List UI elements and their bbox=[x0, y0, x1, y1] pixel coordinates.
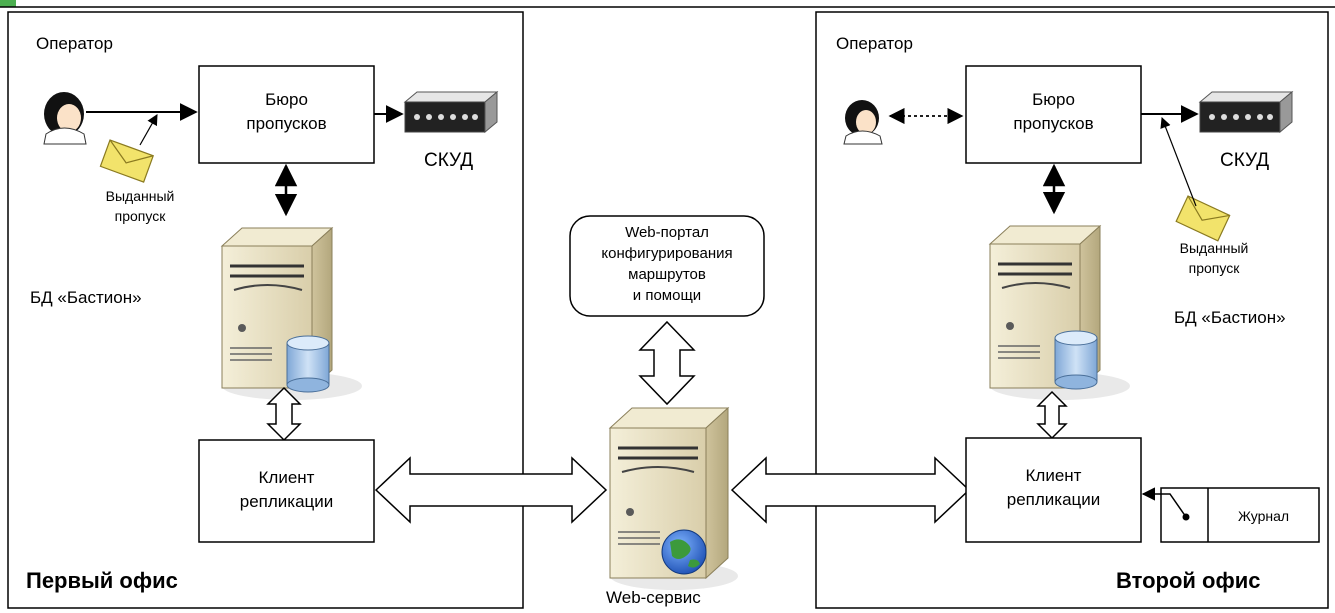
operator-icon-1 bbox=[43, 92, 87, 145]
portal-label-line1: Web-портал bbox=[625, 224, 709, 241]
client-label-1-line1: Клиент bbox=[258, 468, 315, 487]
client-box-1 bbox=[198, 439, 375, 543]
arrow-envelope-2 bbox=[1160, 116, 1197, 207]
office1-frame bbox=[7, 11, 524, 609]
globe-icon bbox=[661, 529, 707, 575]
bureau-label-2-line1: Бюро bbox=[1032, 90, 1075, 109]
skud-label-1: СКУД bbox=[424, 150, 474, 171]
operator-icon-2 bbox=[843, 100, 883, 145]
portal-box bbox=[569, 215, 765, 317]
envelope-icon-1 bbox=[99, 139, 154, 183]
db-cylinder-icon-2 bbox=[1054, 330, 1098, 390]
bureau-label-1-line2: пропусков bbox=[246, 114, 327, 133]
bureau-label-1: Бюро пропусков bbox=[199, 88, 374, 136]
bureau-box-2 bbox=[965, 65, 1142, 164]
client-label-2: Клиент репликации bbox=[966, 464, 1141, 512]
portal-label-line3: маршрутов bbox=[628, 266, 706, 283]
pass-label-2-line1: Выданный bbox=[1179, 240, 1249, 256]
db-label-2: БД «Бастион» bbox=[1174, 308, 1286, 327]
db-label-1: БД «Бастион» bbox=[30, 288, 142, 307]
bureau-label-2: Бюро пропусков bbox=[966, 88, 1141, 136]
skud-device-icon-1 bbox=[403, 90, 499, 134]
hollow-arrow-portal-service bbox=[638, 320, 696, 406]
bureau-box-1 bbox=[198, 65, 375, 164]
portal-label-line2: конфигурирования bbox=[601, 245, 733, 262]
skud-label-2: СКУД bbox=[1220, 150, 1270, 171]
client-label-2-line2: репликации bbox=[1006, 490, 1101, 509]
client-label-2-line1: Клиент bbox=[1025, 466, 1082, 485]
office2-frame bbox=[815, 11, 1329, 609]
client-label-1-line2: репликации bbox=[239, 492, 334, 511]
hollow-arrow-client1-service bbox=[374, 456, 608, 524]
skud-device-icon-2 bbox=[1198, 90, 1294, 134]
pass-label-2-line2: пропуск bbox=[1188, 260, 1240, 276]
operator-label-1: Оператор bbox=[36, 34, 113, 53]
db-cylinder-icon-1 bbox=[286, 335, 330, 393]
office1-title: Первый офис bbox=[26, 568, 178, 593]
office2-title: Второй офис bbox=[1116, 568, 1261, 593]
web-service-label: Web-сервис bbox=[606, 588, 701, 607]
client-label-1: Клиент репликации bbox=[199, 466, 374, 514]
client-box-2 bbox=[965, 437, 1142, 543]
pass-label-2: Выданный пропуск bbox=[1164, 238, 1264, 278]
hollow-arrow-service-client2 bbox=[730, 456, 971, 524]
envelope-icon-2 bbox=[1175, 195, 1231, 242]
portal-label: Web-портал конфигурирования маршрутов и … bbox=[570, 222, 764, 306]
pass-label-1-line2: пропуск bbox=[114, 208, 166, 224]
pass-label-1: Выданный пропуск bbox=[90, 186, 190, 226]
arrow-envelope-1 bbox=[139, 114, 158, 146]
arrow-journal-client bbox=[1141, 487, 1187, 518]
bureau-label-1-line1: Бюро bbox=[265, 90, 308, 109]
journal-label: Журнал bbox=[1237, 508, 1290, 524]
corner-mark bbox=[0, 0, 16, 7]
portal-label-line4: и помощи bbox=[632, 287, 702, 304]
pass-label-1-line1: Выданный bbox=[105, 188, 175, 204]
bureau-label-2-line2: пропусков bbox=[1013, 114, 1094, 133]
operator-label-2: Оператор bbox=[836, 34, 913, 53]
